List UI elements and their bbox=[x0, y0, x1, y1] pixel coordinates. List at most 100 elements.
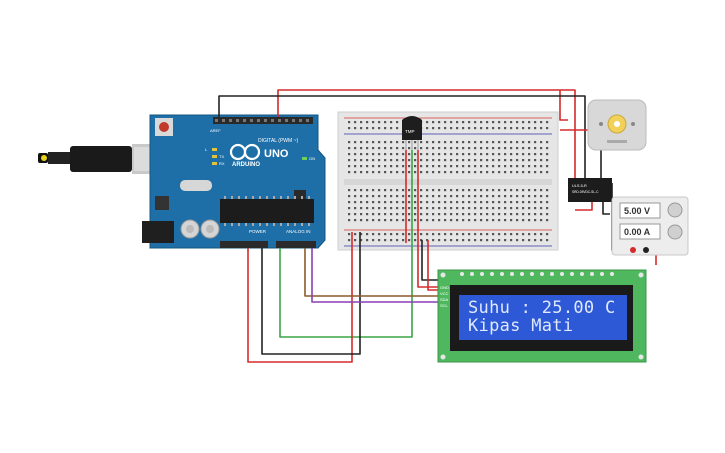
breadboard-hole bbox=[468, 219, 471, 222]
breadboard-hole bbox=[450, 147, 453, 150]
breadboard-hole bbox=[522, 201, 525, 204]
dc-motor[interactable] bbox=[587, 99, 647, 151]
breadboard-hole bbox=[540, 153, 543, 156]
breadboard-hole bbox=[432, 147, 435, 150]
breadboard-hole bbox=[366, 153, 369, 156]
breadboard-hole bbox=[354, 159, 357, 162]
arduino-uno-board[interactable]: DIGITAL (PWM ~) AREF L TX RX ARDUINO UNO… bbox=[142, 114, 326, 249]
breadboard-hole bbox=[456, 213, 459, 216]
breadboard-hole bbox=[546, 171, 549, 174]
breadboard-hole bbox=[444, 233, 447, 236]
breadboard-hole bbox=[360, 121, 363, 124]
breadboard-hole bbox=[462, 121, 465, 124]
breadboard-hole bbox=[450, 127, 453, 130]
breadboard-hole bbox=[348, 233, 351, 236]
breadboard-hole bbox=[372, 153, 375, 156]
breadboard-hole bbox=[366, 239, 369, 242]
power-label: POWER bbox=[249, 229, 267, 234]
breadboard-hole bbox=[474, 195, 477, 198]
breadboard-hole bbox=[372, 195, 375, 198]
current-knob[interactable] bbox=[667, 224, 683, 240]
breadboard-hole bbox=[372, 219, 375, 222]
breadboard-hole bbox=[438, 213, 441, 216]
breadboard-hole bbox=[540, 201, 543, 204]
breadboard-hole bbox=[348, 165, 351, 168]
breadboard-hole bbox=[366, 165, 369, 168]
breadboard-hole bbox=[360, 233, 363, 236]
breadboard-hole bbox=[360, 207, 363, 210]
breadboard-hole bbox=[378, 239, 381, 242]
breadboard-hole bbox=[546, 207, 549, 210]
breadboard[interactable] bbox=[337, 111, 559, 251]
power-supply[interactable] bbox=[611, 196, 689, 256]
breadboard-hole bbox=[492, 127, 495, 130]
breadboard-hole bbox=[462, 147, 465, 150]
breadboard-hole bbox=[360, 159, 363, 162]
breadboard-hole bbox=[492, 147, 495, 150]
breadboard-hole bbox=[504, 239, 507, 242]
relay-module[interactable]: ULS-5-R SRD-05VDC-SL-C bbox=[568, 178, 612, 202]
breadboard-hole bbox=[504, 159, 507, 162]
breadboard-hole bbox=[474, 141, 477, 144]
breadboard-hole bbox=[480, 195, 483, 198]
breadboard-hole bbox=[516, 189, 519, 192]
tmp36-sensor[interactable]: TMP bbox=[402, 116, 422, 150]
breadboard-hole bbox=[426, 239, 429, 242]
breadboard-hole bbox=[372, 165, 375, 168]
breadboard-hole bbox=[492, 201, 495, 204]
breadboard-hole bbox=[378, 201, 381, 204]
breadboard-hole bbox=[534, 219, 537, 222]
breadboard-hole bbox=[492, 141, 495, 144]
breadboard-hole bbox=[498, 153, 501, 156]
breadboard-hole bbox=[474, 189, 477, 192]
breadboard-hole bbox=[438, 219, 441, 222]
breadboard-hole bbox=[372, 127, 375, 130]
breadboard-hole bbox=[414, 171, 417, 174]
breadboard-hole bbox=[498, 239, 501, 242]
breadboard-hole bbox=[462, 159, 465, 162]
breadboard-hole bbox=[414, 195, 417, 198]
breadboard-hole bbox=[366, 189, 369, 192]
breadboard-hole bbox=[414, 233, 417, 236]
breadboard-hole bbox=[378, 171, 381, 174]
breadboard-hole bbox=[540, 127, 543, 130]
breadboard-hole bbox=[420, 201, 423, 204]
breadboard-hole bbox=[492, 153, 495, 156]
breadboard-hole bbox=[456, 233, 459, 236]
breadboard-hole bbox=[378, 141, 381, 144]
breadboard-hole bbox=[366, 201, 369, 204]
breadboard-hole bbox=[498, 127, 501, 130]
breadboard-hole bbox=[546, 165, 549, 168]
breadboard-hole bbox=[408, 147, 411, 150]
breadboard-hole bbox=[420, 195, 423, 198]
breadboard-hole bbox=[450, 189, 453, 192]
breadboard-hole bbox=[360, 213, 363, 216]
breadboard-hole bbox=[396, 153, 399, 156]
breadboard-hole bbox=[486, 127, 489, 130]
breadboard-hole bbox=[486, 159, 489, 162]
breadboard-hole bbox=[510, 127, 513, 130]
breadboard-hole bbox=[396, 207, 399, 210]
breadboard-hole bbox=[414, 153, 417, 156]
breadboard-hole bbox=[384, 219, 387, 222]
breadboard-hole bbox=[546, 219, 549, 222]
breadboard-hole bbox=[444, 213, 447, 216]
breadboard-hole bbox=[546, 233, 549, 236]
lcd-module[interactable]: GND VCC SDA SCL bbox=[437, 269, 647, 363]
breadboard-hole bbox=[474, 201, 477, 204]
breadboard-hole bbox=[348, 121, 351, 124]
dc-jack[interactable] bbox=[142, 221, 174, 243]
breadboard-hole bbox=[450, 141, 453, 144]
breadboard-hole bbox=[480, 165, 483, 168]
breadboard-hole bbox=[366, 233, 369, 236]
voltage-knob[interactable] bbox=[667, 202, 683, 218]
breadboard-hole bbox=[492, 239, 495, 242]
breadboard-hole bbox=[462, 165, 465, 168]
breadboard-hole bbox=[432, 233, 435, 236]
breadboard-hole bbox=[498, 213, 501, 216]
breadboard-hole bbox=[444, 153, 447, 156]
breadboard-hole bbox=[546, 147, 549, 150]
breadboard-hole bbox=[522, 147, 525, 150]
breadboard-hole bbox=[474, 127, 477, 130]
breadboard-hole bbox=[492, 207, 495, 210]
